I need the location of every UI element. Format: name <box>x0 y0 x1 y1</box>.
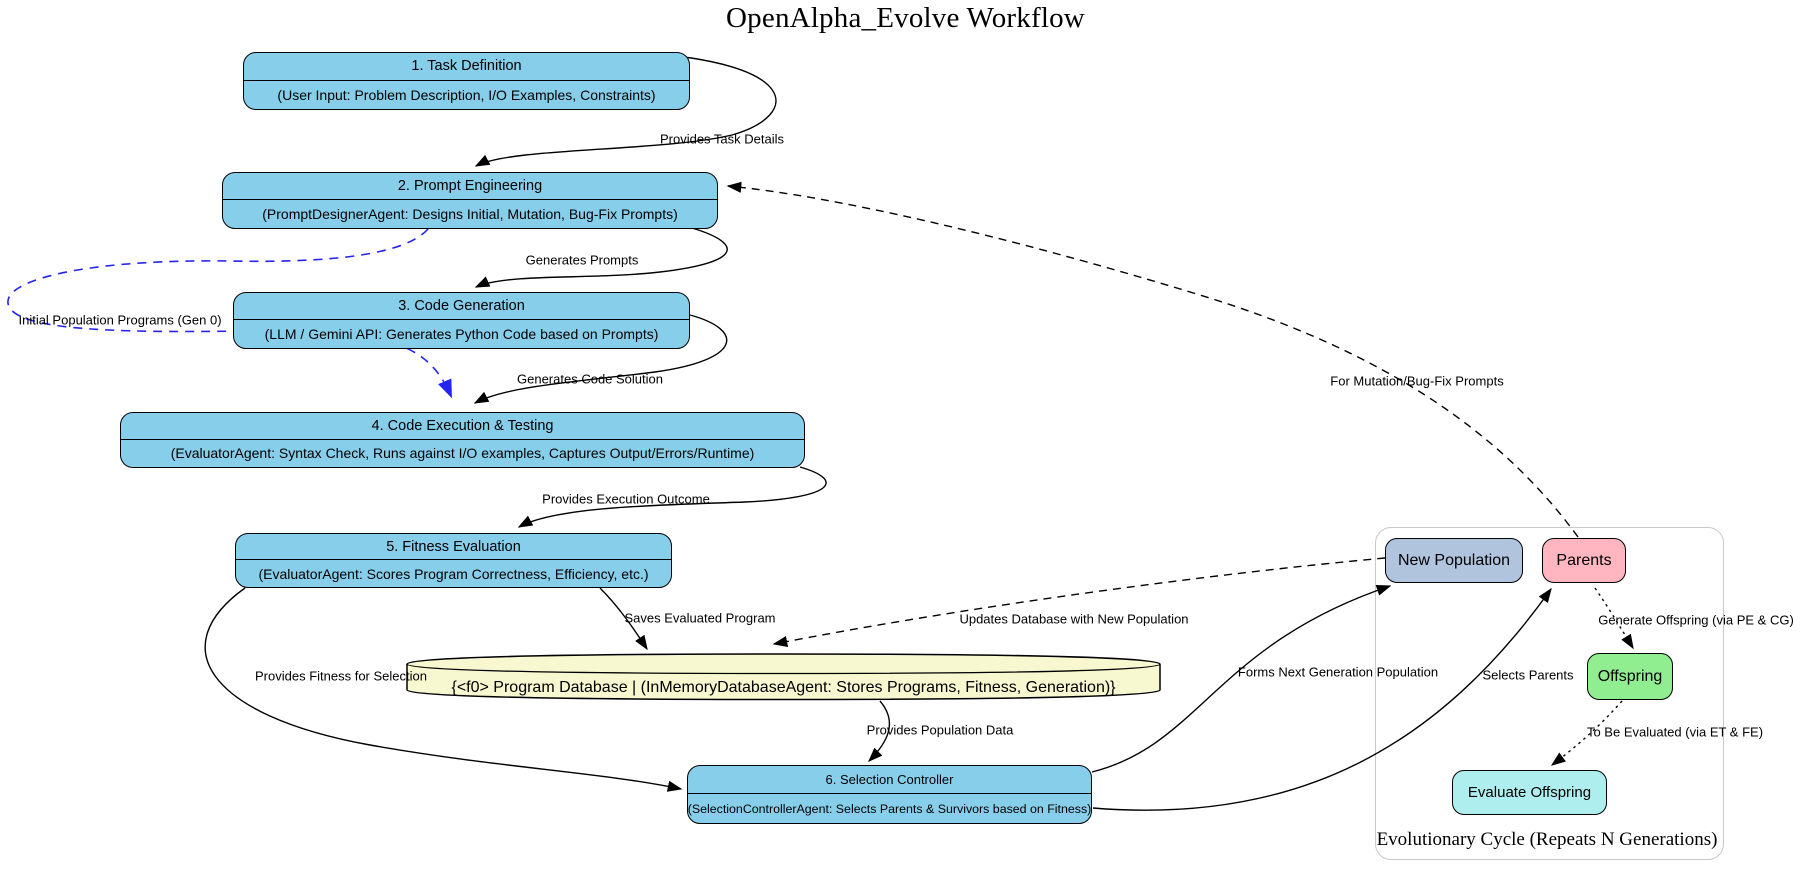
node-task-definition: 1. Task Definition (User Input: Problem … <box>243 52 690 110</box>
node-evaluate-offspring: Evaluate Offspring <box>1452 770 1607 815</box>
edge-label-saves-evaluated-program: Saves Evaluated Program <box>624 610 776 626</box>
node-prompt-engineering-subtitle: (PromptDesignerAgent: Designs Initial, M… <box>262 206 678 223</box>
node-code-execution-subtitle: (EvaluatorAgent: Syntax Check, Runs agai… <box>170 445 755 462</box>
node-prompt-engineering: 2. Prompt Engineering (PromptDesignerAge… <box>222 172 718 229</box>
node-program-database-label: {<f0> Program Database | (InMemoryDataba… <box>451 678 1116 696</box>
node-selection-controller: 6. Selection Controller (SelectionContro… <box>687 765 1092 824</box>
edge-label-for-mutation: For Mutation/Bug-Fix Prompts <box>1330 373 1504 389</box>
node-offspring-label: Offspring <box>1597 667 1663 685</box>
node-program-database: {<f0> Program Database | (InMemoryDataba… <box>405 652 1162 701</box>
edge-label-provides-population-data: Provides Population Data <box>866 722 1014 738</box>
edge-label-updates-database: Updates Database with New Population <box>959 611 1189 627</box>
edge-fitness-to-db <box>599 587 648 651</box>
edge-label-generates-code-solution: Generates Code Solution <box>517 371 663 387</box>
node-code-execution-title: 4. Code Execution & Testing <box>121 413 804 440</box>
node-new-population-label: New Population <box>1397 551 1511 569</box>
node-fitness-evaluation: 5. Fitness Evaluation (EvaluatorAgent: S… <box>235 533 672 588</box>
node-new-population: New Population <box>1385 538 1523 583</box>
edge-parents-to-prompt <box>726 181 1579 538</box>
edge-label-generates-prompts: Generates Prompts <box>525 252 639 268</box>
node-parents: Parents <box>1542 538 1626 583</box>
database-cylinder-icon <box>406 653 1161 701</box>
node-selection-controller-title: 6. Selection Controller <box>688 766 1091 795</box>
node-offspring: Offspring <box>1587 653 1673 700</box>
node-fitness-evaluation-title: 5. Fitness Evaluation <box>236 534 671 561</box>
edge-label-provides-fitness: Provides Fitness for Selection <box>255 668 427 684</box>
node-evaluate-offspring-label: Evaluate Offspring <box>1467 784 1592 801</box>
node-selection-controller-subtitle: (SelectionControllerAgent: Selects Paren… <box>687 801 1092 816</box>
evolutionary-cycle-label: Evolutionary Cycle (Repeats N Generation… <box>1376 829 1718 850</box>
node-parents-label: Parents <box>1556 551 1612 569</box>
node-task-definition-title: 1. Task Definition <box>244 53 689 81</box>
node-code-generation: 3. Code Generation (LLM / Gemini API: Ge… <box>233 292 690 349</box>
node-fitness-evaluation-subtitle: (EvaluatorAgent: Scores Program Correctn… <box>258 565 649 582</box>
page-title: OpenAlpha_Evolve Workflow <box>726 2 1085 34</box>
edge-label-provides-task-details: Provides Task Details <box>659 131 785 147</box>
edge-exec-to-fitness <box>517 466 827 528</box>
edge-label-initial-population: Initial Population Programs (Gen 0) <box>18 312 222 328</box>
node-code-generation-title: 3. Code Generation <box>234 293 689 321</box>
edge-label-provides-execution-outcome: Provides Execution Outcome <box>542 491 710 507</box>
edge-newpop-to-db <box>772 557 1386 647</box>
node-code-execution: 4. Code Execution & Testing (EvaluatorAg… <box>120 412 805 468</box>
edge-prompt-to-codegen <box>474 227 728 288</box>
edge-db-to-selection <box>868 700 891 762</box>
node-prompt-engineering-title: 2. Prompt Engineering <box>223 173 717 201</box>
node-task-definition-subtitle: (User Input: Problem Description, I/O Ex… <box>277 86 656 103</box>
node-code-generation-subtitle: (LLM / Gemini API: Generates Python Code… <box>264 326 659 343</box>
